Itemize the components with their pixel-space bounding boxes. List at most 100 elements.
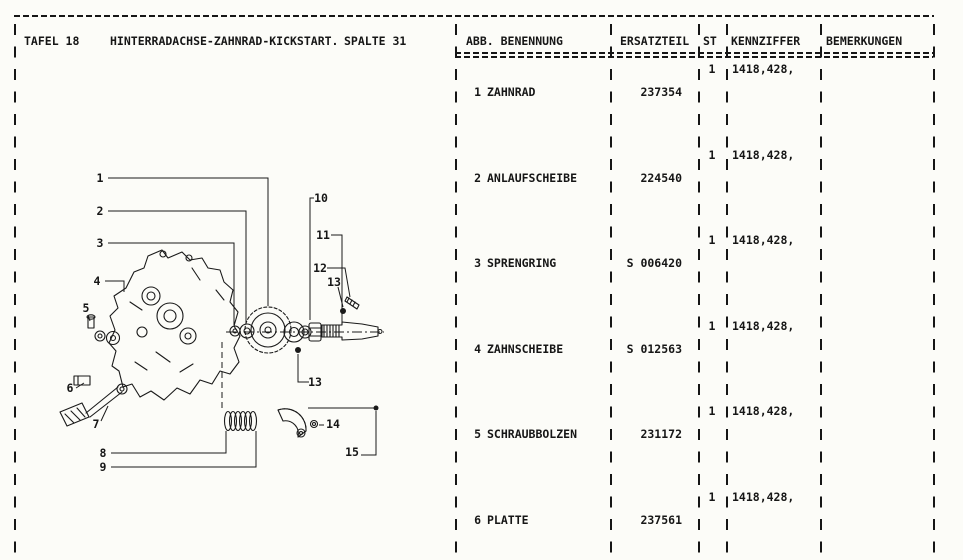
cell-kennziffer: 1418,428, (732, 147, 795, 162)
cell-stueckzahl: 1 (708, 318, 716, 333)
callout-13-upper: 13 (327, 275, 341, 289)
part-number: 231172 (640, 427, 682, 441)
col-header-ersatzteil: ERSATZTEIL (620, 34, 690, 48)
table-row: 3 SPRENGRING S 006420 1 1418,428, (455, 230, 933, 316)
cell-kennziffer: 1418,428, (732, 404, 795, 418)
part-index: 4 (474, 341, 481, 356)
cell-kennziffer: 1418,428, (732, 489, 795, 504)
table-row: 2 ANLAUFSCHEIBE 224540 1 1418,428, (455, 145, 933, 231)
gear (244, 306, 292, 354)
cell-kennziffer: 1418,428, (732, 318, 795, 333)
cell-abb-benennung: 3 SPRENGRING (455, 235, 610, 316)
callout-15: 15 (345, 445, 359, 459)
right-border-rule (933, 24, 935, 560)
cell-abb-benennung: 6 PLATTE (455, 492, 610, 560)
part-name: PLATTE (487, 512, 529, 527)
cell-bemerkungen (820, 406, 933, 487)
exploded-parts-diagram: 1 2 3 4 5 6 7 8 9 10 11 12 13 13 14 15 (59, 171, 384, 474)
callout-11: 11 (316, 228, 330, 242)
part-name: ZAHNSCHEIBE (487, 341, 564, 356)
part-index: 6 (474, 512, 481, 527)
cell-stueckzahl: 1 (708, 489, 716, 504)
callout-12: 12 (313, 261, 327, 275)
header-separator-rule (455, 52, 933, 54)
callout-5: 5 (83, 301, 90, 315)
coil-spring (223, 410, 258, 432)
cell-stueckzahl: 1 (708, 147, 716, 162)
cell-bemerkungen (820, 150, 933, 231)
callout-10: 10 (314, 191, 328, 205)
cell-abb-benennung: 1 ZAHNRAD (455, 64, 610, 145)
cell-ersatzteil: S 006420 (610, 235, 698, 316)
kickstart-lever (59, 383, 128, 427)
part-number: S 012563 (626, 341, 682, 356)
cell-bemerkungen (820, 235, 933, 316)
callout-6: 6 (67, 381, 74, 395)
part-index: 3 (474, 256, 481, 270)
starter-claw (308, 322, 322, 342)
cell-stueckzahl: 1 (708, 233, 716, 247)
axle-shaft (321, 321, 383, 341)
washers-and-circlip (94, 321, 312, 346)
leader-lines (75, 177, 379, 468)
cell-kennziffer: 1418,428, (732, 62, 795, 76)
cell-abb-benennung: 5 SCHRAUBBOLZEN (455, 406, 610, 487)
cell-ersatzteil: 237561 (610, 492, 698, 560)
header-separator-rule-2 (455, 55, 933, 58)
cell-ersatzteil: 237354 (610, 64, 698, 145)
col-rule-ersatzteil (610, 24, 612, 560)
part-name: ZAHNRAD (487, 85, 536, 99)
part-number: S 006420 (626, 256, 682, 270)
part-index: 2 (474, 170, 481, 185)
callout-9: 9 (100, 460, 107, 474)
col-rule-st (698, 24, 700, 560)
cell-stueckzahl: 1 (708, 62, 716, 76)
col-rule-kennziffer (726, 24, 728, 560)
part-number: 237561 (640, 512, 682, 527)
table-left-rule (455, 24, 457, 560)
cell-abb-benennung: 4 ZAHNSCHEIBE (455, 321, 610, 402)
col-header-st: ST (703, 34, 717, 48)
cell-bemerkungen (820, 64, 933, 145)
table-row: 4 ZAHNSCHEIBE S 012563 1 1418,428, (455, 316, 933, 402)
part-index: 5 (474, 427, 481, 441)
table-row: 6 PLATTE 237561 1 1418,428, (455, 487, 933, 560)
callout-8: 8 (100, 446, 107, 460)
col-header-abb-benennung: ABB. BENENNUNG (466, 34, 563, 48)
cell-stueckzahl: 1 (708, 404, 716, 418)
col-header-kennziffer: KENNZIFFER (731, 34, 801, 48)
col-rule-bemerkungen (820, 24, 822, 560)
page-title: HINTERRADACHSE-ZAHNRAD-KICKSTART. (110, 34, 339, 48)
part-name: SCHRAUBBOLZEN (487, 427, 578, 441)
spalte-label: SPALTE 31 (344, 34, 407, 48)
cell-ersatzteil: 231172 (610, 406, 698, 487)
engine-housing (108, 249, 241, 401)
callout-labels: 1 2 3 4 5 6 7 8 9 10 11 12 13 13 14 15 (67, 171, 359, 474)
cell-bemerkungen (820, 321, 933, 402)
tafel-label: TAFEL 18 (24, 34, 80, 48)
bolt-and-plate (73, 314, 96, 386)
callout-13-lower: 13 (308, 375, 322, 389)
cell-bemerkungen (820, 492, 933, 560)
cell-kennziffer: 1418,428, (732, 233, 795, 247)
part-name: SPRENGRING (487, 256, 557, 270)
callout-14: 14 (326, 417, 340, 431)
part-number: 224540 (640, 170, 682, 185)
left-border-rule (14, 24, 16, 560)
part-name: ANLAUFSCHEIBE (487, 170, 578, 185)
detent-spring-and-balls (295, 296, 360, 353)
callout-3: 3 (97, 236, 104, 250)
callout-4: 4 (94, 274, 101, 288)
table-row: 5 SCHRAUBBOLZEN 231172 1 1418,428, (455, 401, 933, 487)
callout-1: 1 (97, 171, 104, 185)
callout-2: 2 (97, 204, 104, 218)
part-index: 1 (474, 85, 481, 99)
cell-abb-benennung: 2 ANLAUFSCHEIBE (455, 150, 610, 231)
part-number: 237354 (640, 85, 682, 99)
kickstart-segment (277, 408, 319, 438)
top-border-rule (14, 15, 934, 17)
col-header-bemerkungen: BEMERKUNGEN (826, 34, 903, 48)
